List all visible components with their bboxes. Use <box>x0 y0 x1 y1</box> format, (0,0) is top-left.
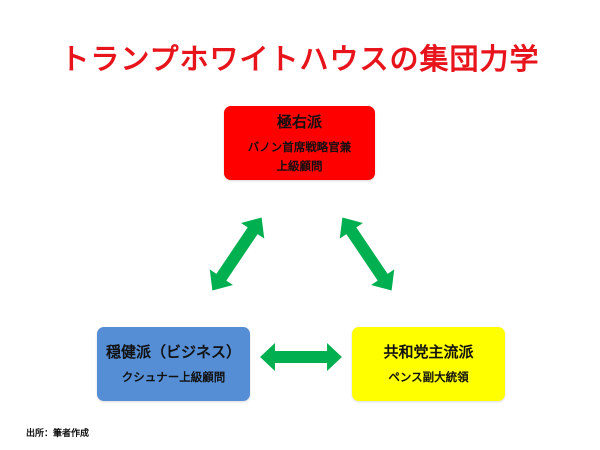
double-arrow-right-icon <box>330 209 404 299</box>
source-note: 出所：筆者作成 <box>26 429 90 439</box>
moderate-heading: 穏健派（ビジネス） <box>105 343 241 361</box>
far-right-heading: 極右派 <box>276 112 322 131</box>
diagram-title: トランプホワイトハウスの集団力学 <box>60 42 540 76</box>
mainstream-heading: 共和党主流派 <box>383 343 474 361</box>
moderate-faction-box: 穏健派（ビジネス） クシュナー上級顧問 <box>97 327 250 401</box>
far-right-faction-box: 極右派 バノン首席戦略官兼 上級顧問 <box>224 106 375 180</box>
moderate-line-1: クシュナー上級顧問 <box>121 370 226 384</box>
double-arrow-bottom-icon <box>260 343 342 371</box>
far-right-line-1: バノン首席戦略官兼 <box>247 139 352 154</box>
mainstream-line-1: ペンス副大統領 <box>388 370 469 384</box>
mainstream-faction-box: 共和党主流派 ペンス副大統領 <box>352 327 505 401</box>
far-right-line-2: 上級顧問 <box>276 158 323 173</box>
double-arrow-left-icon <box>200 209 274 299</box>
